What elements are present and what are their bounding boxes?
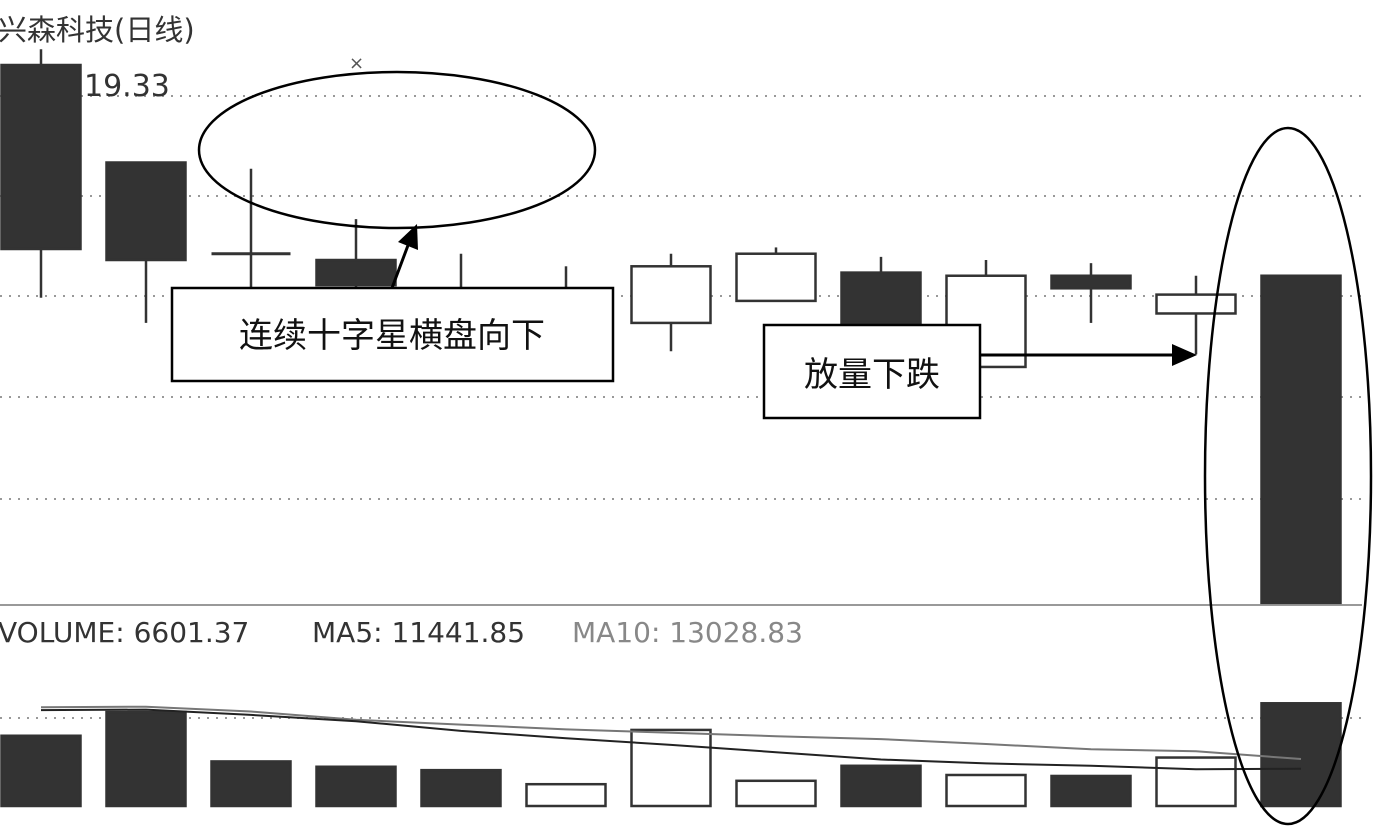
volume-bar	[105, 710, 187, 808]
candle-body	[1050, 274, 1132, 290]
volume-bar	[1155, 756, 1237, 808]
volume-bars	[0, 702, 1342, 808]
candle-body	[735, 252, 817, 303]
ma10-label: MA10: 13028.83	[572, 616, 803, 649]
candle	[211, 168, 291, 298]
volume-label: VOLUME: 6601.37	[0, 616, 249, 649]
volume-bar	[840, 764, 922, 808]
doji-note-arrow	[390, 239, 412, 289]
candle-body	[315, 258, 397, 287]
candle-body	[630, 265, 712, 325]
candle	[315, 219, 397, 295]
candle	[1155, 275, 1237, 355]
candle-body	[840, 271, 922, 325]
volume-bar	[0, 734, 82, 808]
doji-note-text: 连续十字星横盘向下	[239, 316, 545, 356]
candle	[0, 49, 82, 298]
volume-drop-note-box	[762, 323, 982, 420]
volume-bar	[945, 773, 1027, 808]
ma5-line	[40, 708, 1302, 771]
volume-bar	[525, 782, 607, 808]
candle	[630, 253, 712, 352]
chart-title: 兴森科技(日线)	[0, 13, 195, 47]
volume-drop-highlight-ellipse	[1203, 126, 1373, 826]
max-price-marker: ×	[349, 53, 364, 74]
doji-note-arrowhead	[398, 224, 418, 250]
candle	[735, 247, 817, 303]
volume-bar	[630, 728, 712, 808]
volume-bar	[315, 765, 397, 808]
volume-bar	[420, 768, 502, 808]
max-price-label: 19.33	[84, 69, 170, 104]
volume-drop-arrowhead	[1172, 344, 1197, 366]
candle	[1050, 263, 1132, 323]
candle-body	[105, 161, 187, 262]
ma10-line	[40, 705, 1302, 760]
volume-bar	[1260, 702, 1342, 808]
volume-bar	[735, 779, 817, 808]
candle-body	[0, 63, 82, 251]
volume-bar	[210, 760, 292, 808]
ma-lines	[40, 705, 1302, 771]
volume-drop-note-text: 放量下跌	[804, 355, 940, 395]
volume-bar	[1050, 774, 1132, 808]
doji-highlight-ellipse	[197, 70, 597, 230]
candle-body	[1260, 274, 1342, 605]
candles	[0, 49, 1342, 605]
doji-note-box	[170, 286, 615, 383]
candle	[1260, 274, 1342, 605]
candle	[105, 161, 187, 323]
candle-body	[1155, 293, 1237, 315]
ma5-label: MA5: 11441.85	[312, 616, 525, 649]
